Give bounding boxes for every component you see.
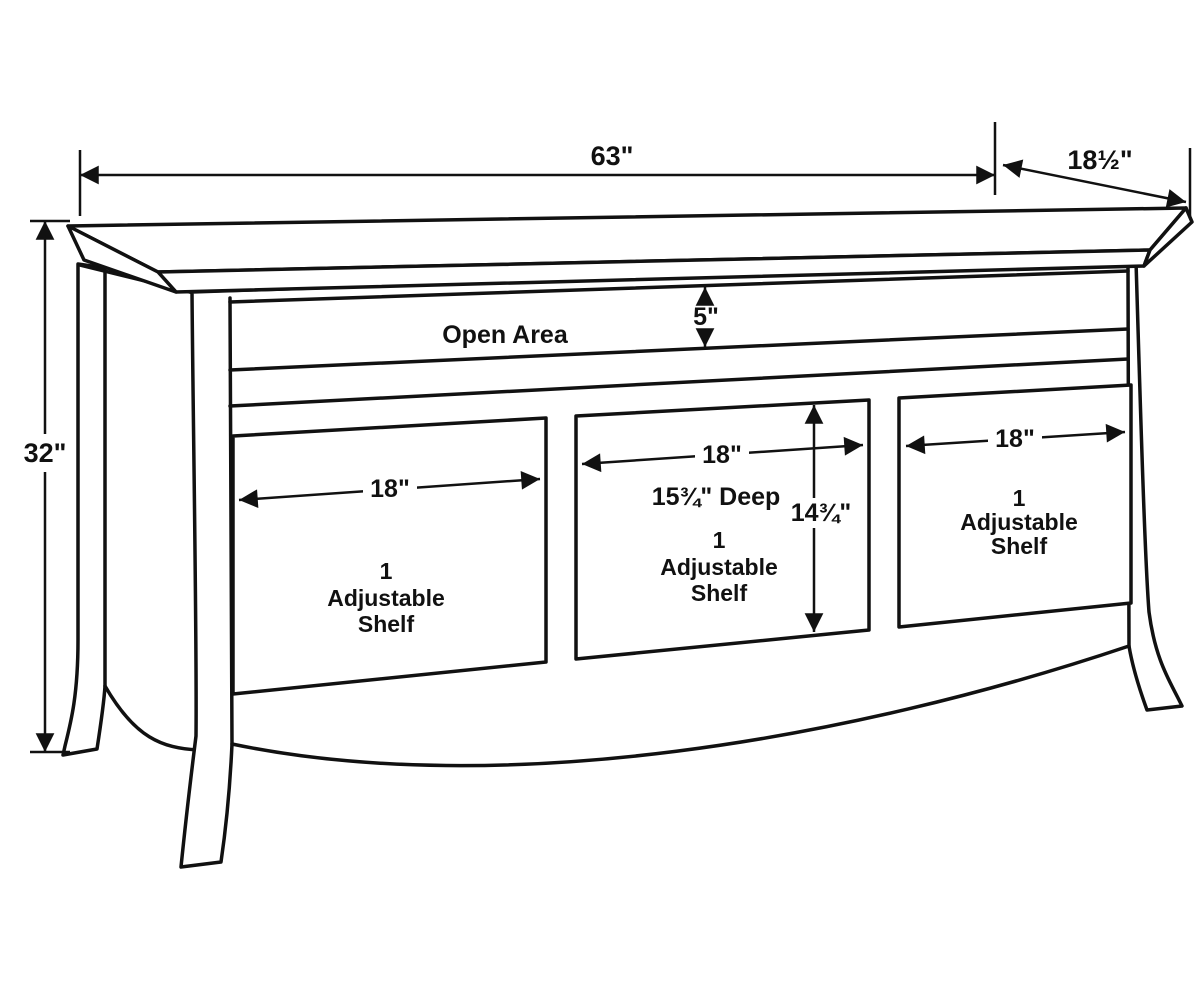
right-shelf-line1: 1 — [1013, 485, 1026, 511]
middle-height-label-bg — [783, 498, 859, 528]
right-shelf-line3: Shelf — [991, 533, 1048, 559]
middle-shelf-line1: 1 — [713, 527, 726, 553]
left-width-label-bg — [363, 474, 417, 504]
depth-dim-line — [1002, 159, 1187, 208]
middle-width-label-bg — [695, 440, 749, 470]
right-width-label-bg — [988, 424, 1042, 454]
left-width-label: 18" — [370, 475, 410, 503]
shelf-rail-upper — [228, 327, 1130, 372]
middle-height-label: 14¾" — [791, 499, 852, 527]
label-backings — [21, 424, 1042, 528]
shelf-rail-lower — [228, 357, 1130, 408]
labels: 63" 18½" 32" Open Area 5" 18" 1 Adjustab… — [24, 141, 1133, 637]
height-label-bg — [21, 434, 69, 472]
middle-shelf-line3: Shelf — [691, 580, 748, 606]
middle-width-label: 18" — [702, 441, 742, 469]
side-apron — [103, 684, 200, 752]
left-door-panel — [231, 416, 548, 696]
open-area-height-label: 5" — [693, 303, 719, 331]
right-width-label: 18" — [995, 425, 1035, 453]
open-area-label: Open Area — [442, 321, 569, 349]
middle-depth-label: 15¾" Deep — [652, 483, 781, 511]
left-shelf-line3: Shelf — [358, 611, 415, 637]
rear-left-leg — [61, 262, 107, 757]
right-shelf-line2: Adjustable — [960, 509, 1078, 535]
tabletop-right-edge — [1142, 206, 1194, 268]
left-shelf-line1: 1 — [380, 558, 393, 584]
height-label: 32" — [24, 438, 67, 468]
depth-label: 18½" — [1067, 145, 1132, 175]
width-label: 63" — [591, 141, 634, 171]
open-area-top-rail — [228, 269, 1130, 304]
tabletop-left-edge — [66, 224, 178, 294]
left-shelf-line2: Adjustable — [327, 585, 445, 611]
middle-shelf-line2: Adjustable — [660, 554, 778, 580]
